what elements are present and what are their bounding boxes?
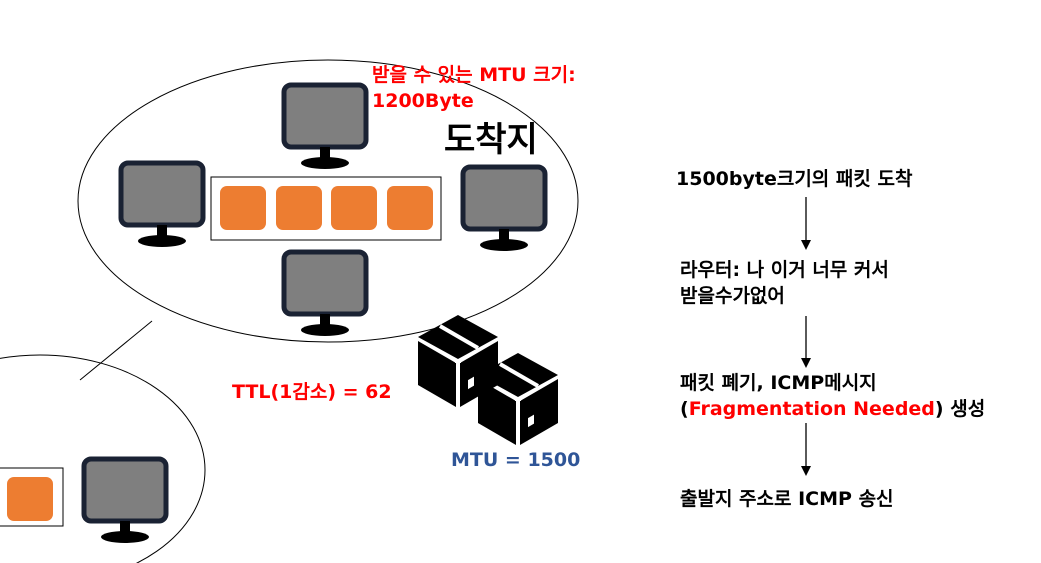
ttl-label: TTL(1감소) = 62: [232, 381, 392, 403]
flow-step-2-line1: 라우터: 나 이거 너무 커서: [680, 259, 889, 281]
packet-block: [276, 186, 322, 230]
flow-arrow: [801, 316, 811, 368]
monitor-icon: [284, 85, 366, 169]
flow-step-3-line1: 패킷 폐기, ICMP메시지: [680, 372, 877, 394]
network-link: [79, 320, 153, 381]
destination-network-ellipse: [77, 59, 579, 343]
flow-arrow: [801, 423, 811, 476]
flow-step-2: 라우터: 나 이거 너무 커서 받을수가없어: [680, 258, 889, 309]
flow-step-1: 1500byte크기의 패킷 도착: [676, 168, 913, 190]
packet-block: [220, 186, 266, 230]
flow-step-4: 출발지 주소로 ICMP 송신: [680, 488, 894, 510]
monitor-icon: [84, 459, 166, 543]
flow-step-3-close: ) 생성: [934, 397, 986, 420]
monitor-icon: [121, 163, 203, 247]
mtu-label: MTU = 1500: [451, 449, 581, 471]
monitor-icon: [284, 252, 366, 336]
flow-step-3-open: (: [680, 397, 689, 420]
flow-step-3-line2: (Fragmentation Needed) 생성: [680, 397, 985, 423]
packet-block: [387, 186, 433, 230]
fragmentation-needed-text: Fragmentation Needed: [688, 397, 935, 420]
source-network-ellipse: [0, 354, 206, 563]
flow-arrow: [801, 197, 811, 250]
packet-block: [331, 186, 377, 230]
mtu-capacity-line2: 1200Byte: [372, 90, 474, 112]
flow-step-2-line2: 받을수가없어: [680, 284, 785, 307]
destination-title: 도착지: [444, 120, 538, 160]
mtu-capacity-label: 받을 수 있는 MTU 크기: 1200Byte: [372, 62, 576, 114]
monitor-icon: [463, 167, 545, 251]
mtu-capacity-line1: 받을 수 있는 MTU 크기:: [372, 64, 576, 86]
packet-block: [7, 477, 53, 521]
flow-step-3: 패킷 폐기, ICMP메시지 (Fragmentation Needed) 생성: [680, 371, 985, 422]
